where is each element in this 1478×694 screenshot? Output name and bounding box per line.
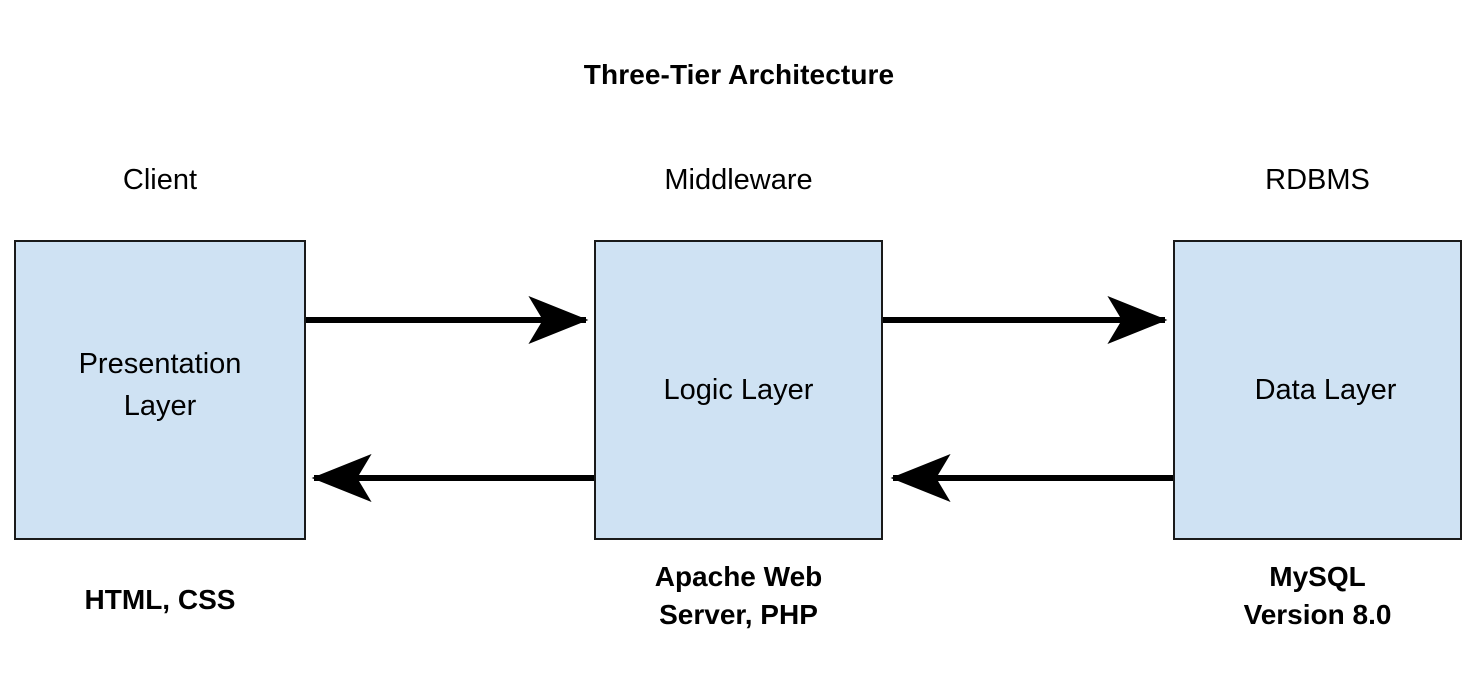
- page-title: Three-Tier Architecture: [583, 59, 895, 90]
- tier-box-logic-layer[interactable]: Logic Layer: [594, 240, 883, 540]
- tier-header-client: Client: [122, 164, 198, 196]
- tier-caption-rdbms: MySQL Version 8.0: [1243, 561, 1392, 630]
- tier-header-middleware: Middleware: [664, 164, 813, 196]
- tier-box-label-data-layer: Data Layer: [1254, 374, 1397, 406]
- tier-box-label-presentation-layer: Presentation Layer: [78, 348, 242, 422]
- tier-box-presentation-layer[interactable]: Presentation Layer: [14, 240, 306, 540]
- tier-caption-middleware: Apache Web Server, PHP: [654, 561, 823, 630]
- tier-box-data-layer[interactable]: Data Layer: [1173, 240, 1462, 540]
- tier-box-label-logic-layer: Logic Layer: [663, 374, 814, 406]
- tier-caption-client: HTML, CSS: [84, 584, 236, 615]
- tier-header-rdbms: RDBMS: [1265, 164, 1370, 196]
